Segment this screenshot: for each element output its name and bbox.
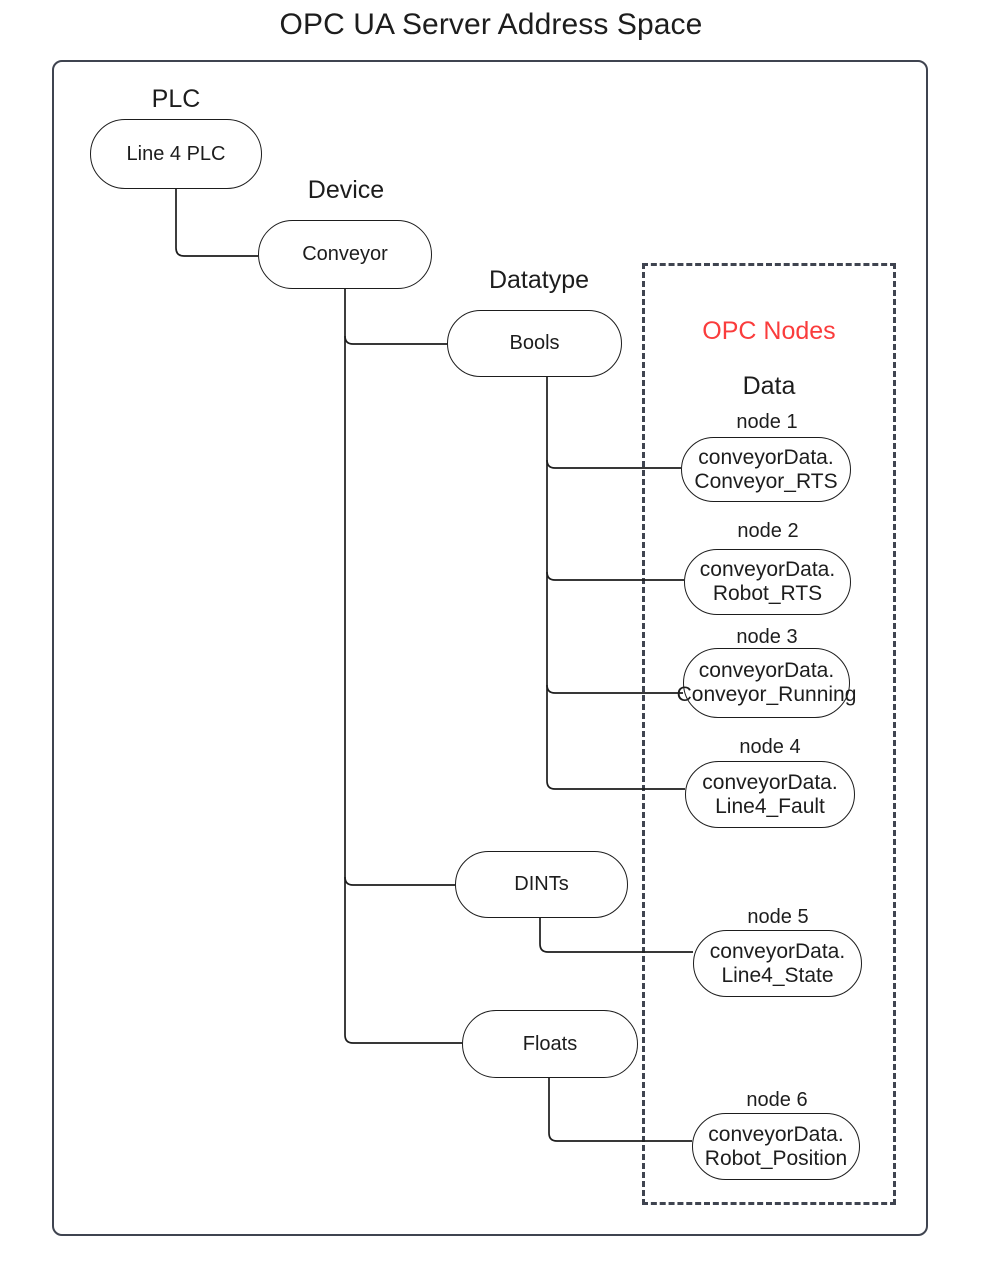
node-1-line2: Conveyor_RTS bbox=[694, 469, 838, 493]
group-label-datatype: Datatype bbox=[488, 266, 590, 294]
opc-nodes-heading: OPC Nodes bbox=[702, 317, 836, 345]
address-space-frame bbox=[52, 60, 928, 1236]
node-caption-3: node 3 bbox=[736, 626, 798, 648]
node-pill-3[interactable]: conveyorData. Conveyor_Running bbox=[677, 648, 856, 718]
page-title: OPC UA Server Address Space bbox=[279, 8, 703, 41]
pill-dints-label: DINTs bbox=[514, 873, 569, 896]
node-pill-1[interactable]: conveyorData. Conveyor_RTS bbox=[681, 437, 851, 502]
pill-plc-label: Line 4 PLC bbox=[126, 142, 226, 165]
pill-floats-label: Floats bbox=[522, 1032, 578, 1055]
node-6-line1: conveyorData. bbox=[708, 1122, 844, 1146]
pill-plc[interactable]: Line 4 PLC bbox=[90, 119, 262, 189]
node-6-line2: Robot_Position bbox=[704, 1146, 848, 1170]
node-2-line2: Robot_RTS bbox=[712, 582, 823, 605]
node-5-line2: Line4_State bbox=[721, 963, 834, 987]
node-caption-1: node 1 bbox=[736, 411, 798, 433]
node-3-line2: Conveyor_Running bbox=[676, 683, 857, 706]
node-1-line1: conveyorData. bbox=[698, 445, 834, 469]
pill-datatype-dints[interactable]: DINTs bbox=[455, 851, 628, 918]
node-pill-2[interactable]: conveyorData. Robot_RTS bbox=[684, 549, 851, 615]
pill-bools-label: Bools bbox=[509, 332, 560, 355]
pill-device-conveyor[interactable]: Conveyor bbox=[258, 220, 432, 289]
pill-datatype-floats[interactable]: Floats bbox=[462, 1010, 638, 1078]
node-pill-6[interactable]: conveyorData. Robot_Position bbox=[692, 1113, 860, 1180]
node-2-line1: conveyorData. bbox=[699, 558, 836, 582]
node-caption-4: node 4 bbox=[739, 736, 801, 758]
node-pill-4[interactable]: conveyorData. Line4_Fault bbox=[685, 761, 855, 828]
node-5-line1: conveyorData. bbox=[709, 939, 846, 963]
group-label-plc: PLC bbox=[151, 85, 201, 113]
pill-device-label: Conveyor bbox=[302, 243, 388, 266]
node-caption-5: node 5 bbox=[747, 906, 809, 928]
pill-datatype-bools[interactable]: Bools bbox=[447, 310, 622, 377]
node-pill-5[interactable]: conveyorData. Line4_State bbox=[693, 930, 862, 997]
node-3-line1: conveyorData. bbox=[698, 659, 835, 683]
opc-data-subheading: Data bbox=[742, 372, 796, 400]
node-caption-2: node 2 bbox=[737, 520, 799, 542]
node-caption-6: node 6 bbox=[746, 1089, 808, 1111]
node-4-line2: Line4_Fault bbox=[715, 794, 825, 818]
node-4-line1: conveyorData. bbox=[702, 770, 838, 794]
group-label-device: Device bbox=[307, 176, 385, 204]
